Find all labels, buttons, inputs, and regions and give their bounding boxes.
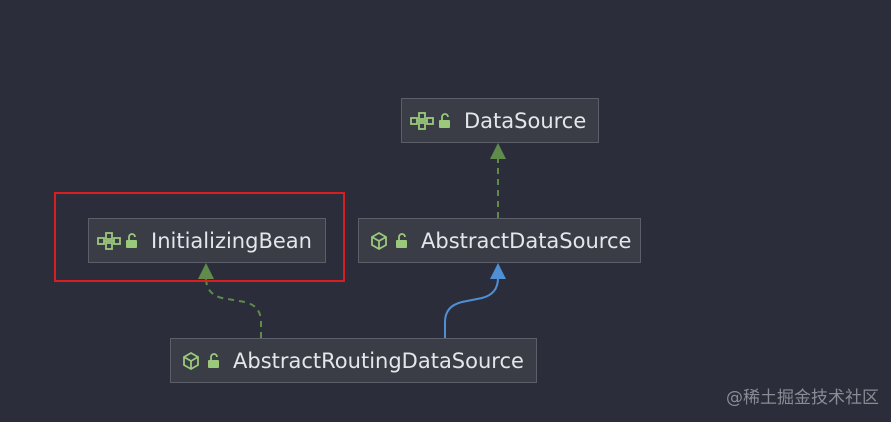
abstract-class-icon: [367, 229, 391, 253]
unlock-icon: [438, 112, 452, 129]
node-label: InitializingBean: [151, 228, 312, 253]
watermark: @稀土掘金技术社区: [726, 388, 879, 408]
arrowhead-datasource: [490, 143, 506, 159]
highlight-box: [54, 192, 345, 282]
node-label: AbstractRoutingDataSource: [233, 348, 524, 373]
abstract-class-icon: [179, 349, 203, 373]
edge-routing-to-abstractdatasource: [444, 277, 499, 338]
node-label: DataSource: [464, 108, 587, 133]
edge-routing-to-initializingbean: [205, 277, 262, 338]
node-initializingbean[interactable]: InitializingBean: [88, 218, 326, 263]
node-label: AbstractDataSource: [421, 228, 632, 253]
node-datasource[interactable]: DataSource: [401, 98, 599, 143]
interface-icon: [97, 229, 121, 253]
interface-icon: [410, 109, 434, 133]
unlock-icon: [395, 232, 409, 249]
arrowhead-abstractdatasource: [490, 263, 506, 279]
unlock-icon: [207, 352, 221, 369]
unlock-icon: [125, 232, 139, 249]
node-abstractroutingdatasource[interactable]: AbstractRoutingDataSource: [170, 338, 537, 383]
arrowhead-initializingbean: [198, 263, 214, 279]
node-abstractdatasource[interactable]: AbstractDataSource: [358, 218, 641, 263]
